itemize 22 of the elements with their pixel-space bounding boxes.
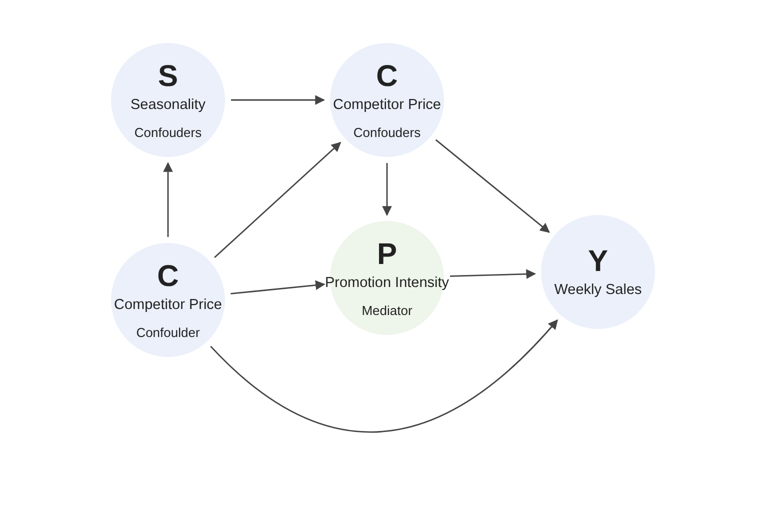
node-title: Promotion Intensity xyxy=(324,274,450,292)
node-role: Mediator xyxy=(362,302,412,318)
node-title: Competitor Price xyxy=(114,296,222,314)
node-role: Confouders xyxy=(134,124,202,140)
node-letter: C xyxy=(376,60,398,94)
arrow xyxy=(230,280,326,294)
node-letter: S xyxy=(158,60,178,94)
node-letter: P xyxy=(376,238,397,272)
arrow xyxy=(435,139,550,233)
node-role: Confoulder xyxy=(136,324,200,340)
arrow xyxy=(163,162,173,237)
node-letter: C xyxy=(157,260,179,294)
node-role: Confouders xyxy=(353,124,421,140)
arrow xyxy=(210,319,558,432)
node-title: Competitor Price xyxy=(333,96,441,114)
node-title: Seasonality xyxy=(130,96,206,114)
node-letter: Y xyxy=(588,245,608,279)
arrow xyxy=(450,269,536,279)
arrow xyxy=(382,163,392,216)
node-title: Weekly Sales xyxy=(554,281,642,299)
arrow xyxy=(214,142,342,258)
arrow xyxy=(231,95,325,105)
